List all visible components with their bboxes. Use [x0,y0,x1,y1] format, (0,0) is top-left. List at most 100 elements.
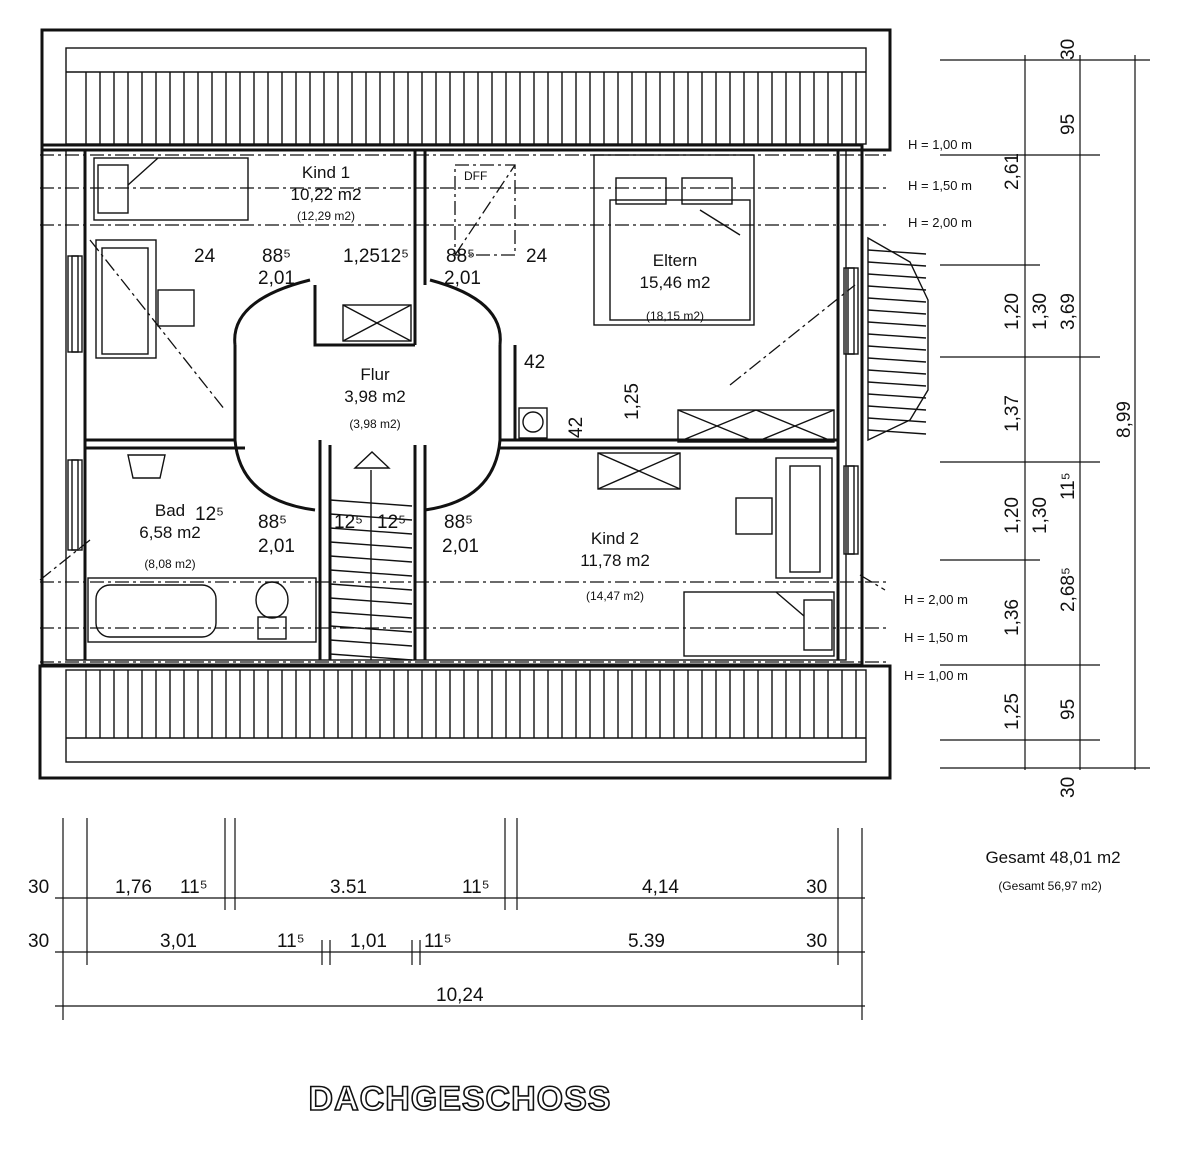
drawing-line [867,309,927,315]
bad-name: Bad [155,501,185,520]
svg-text:1,30: 1,30 [1030,293,1051,330]
drawing-line [867,345,927,351]
svg-text:42: 42 [524,352,545,373]
kind2-area: 11,78 m2 [580,551,650,570]
svg-text:30: 30 [28,877,49,898]
right-dim-lines [940,55,1150,770]
svg-text:2,01: 2,01 [444,268,481,289]
kind1-area: 10,22 m2 [291,185,362,204]
drawing-line [867,273,927,279]
drawing-line [867,393,927,399]
svg-text:10,24: 10,24 [436,985,484,1006]
flur-items [329,304,413,661]
drawing-line [867,297,927,303]
kind1-name: Kind 1 [302,163,350,182]
svg-text:95: 95 [1058,114,1079,135]
flur-curves [233,278,502,512]
svg-text:1,25: 1,25 [1002,693,1023,730]
svg-text:11⁵: 11⁵ [277,931,305,952]
room-bad: Bad 6,58 m2 (8,08 m2) [139,501,200,571]
room-eltern: Eltern 15,46 m2 (18,15 m2) [640,251,711,323]
drawing-line [867,285,927,291]
door-dimensions: 24 88⁵ 2,01 1,25 12⁵ 88⁵ 2,01 24 42 42 1… [194,169,643,557]
svg-text:1,30: 1,30 [1030,497,1051,534]
kind1-gross: (12,29 m2) [297,209,355,223]
drawing-line [867,357,927,363]
drawing-line [867,405,927,411]
windows [67,255,859,555]
svg-text:3,69: 3,69 [1058,293,1079,330]
svg-text:30: 30 [1058,777,1079,798]
svg-text:24: 24 [194,246,216,267]
svg-text:12⁵: 12⁵ [195,504,224,525]
roof-top [40,28,892,152]
svg-text:DFF: DFF [464,169,487,183]
outer-walls [40,143,864,667]
svg-text:H = 2,00 m: H = 2,00 m [904,592,968,607]
svg-text:12⁵: 12⁵ [380,246,409,267]
flur-name: Flur [360,365,390,384]
kind2-furniture [597,452,835,657]
svg-text:30: 30 [806,877,827,898]
svg-text:H = 1,50 m: H = 1,50 m [904,630,968,645]
totals: Gesamt 48,01 m2 (Gesamt 56,97 m2) [985,848,1120,893]
svg-text:88⁵: 88⁵ [262,246,291,267]
drawing-line [867,261,927,267]
room-kind1: Kind 1 10,22 m2 (12,29 m2) [291,163,362,223]
svg-text:8,99: 8,99 [1114,401,1135,438]
drawing-line [867,333,927,339]
room-kind2: Kind 2 11,78 m2 (14,47 m2) [580,529,650,603]
kind2-name: Kind 2 [591,529,639,548]
svg-text:95: 95 [1058,699,1079,720]
total-net: Gesamt 48,01 m2 [985,848,1120,867]
svg-text:H = 1,00 m: H = 1,00 m [904,668,968,683]
svg-text:1,76: 1,76 [115,877,152,898]
svg-text:30: 30 [28,931,49,952]
svg-text:11⁵: 11⁵ [462,877,490,898]
svg-text:30: 30 [806,931,827,952]
kind1-furniture [93,157,249,359]
dormer [867,236,929,442]
svg-text:2,01: 2,01 [258,268,295,289]
bottom-dimensions: 30 1,76 11⁵ 3.51 11⁵ 4,14 30 30 3,01 11⁵… [28,877,827,1006]
bad-gross: (8,08 m2) [144,557,195,571]
bottom-dim-lines [55,818,865,1020]
bad-area: 6,58 m2 [139,523,200,542]
svg-text:11⁵: 11⁵ [1058,472,1079,500]
svg-text:2,61: 2,61 [1002,153,1023,190]
svg-text:88⁵: 88⁵ [446,246,475,267]
svg-text:2,01: 2,01 [442,536,479,557]
svg-text:3,01: 3,01 [160,931,197,952]
svg-text:2,68⁵: 2,68⁵ [1058,567,1079,612]
height-lines [39,154,890,663]
flur-area: 3,98 m2 [344,387,405,406]
svg-text:30: 30 [1058,39,1079,60]
drawing-line [867,417,927,423]
svg-text:1,25: 1,25 [343,246,380,267]
total-gross: (Gesamt 56,97 m2) [998,879,1101,893]
svg-text:1,25: 1,25 [622,383,643,420]
right-dimensions: 2,61 1,20 1,37 1,20 1,36 1,25 30 95 1,30… [1002,39,1135,798]
roof-bottom [38,664,892,780]
svg-text:1,20: 1,20 [1002,293,1023,330]
svg-text:1,20: 1,20 [1002,497,1023,534]
eltern-gross: (18,15 m2) [646,309,704,323]
svg-text:11⁵: 11⁵ [180,877,208,898]
interior-walls [83,150,838,660]
drawing-line [867,381,927,387]
drawing-line [867,321,927,327]
flur-gross: (3,98 m2) [349,417,400,431]
kind2-gross: (14,47 m2) [586,589,644,603]
drawing-line [867,429,927,435]
room-flur: Flur 3,98 m2 (3,98 m2) [344,365,405,431]
drawing-line [867,249,927,255]
eltern-name: Eltern [653,251,697,270]
svg-text:12⁵: 12⁵ [377,512,406,533]
svg-text:88⁵: 88⁵ [444,512,473,533]
svg-text:H = 2,00 m: H = 2,00 m [908,215,972,230]
svg-text:42: 42 [566,417,587,438]
eltern-area: 15,46 m2 [640,273,711,292]
svg-text:1,01: 1,01 [350,931,387,952]
svg-text:3.51: 3.51 [330,877,367,898]
